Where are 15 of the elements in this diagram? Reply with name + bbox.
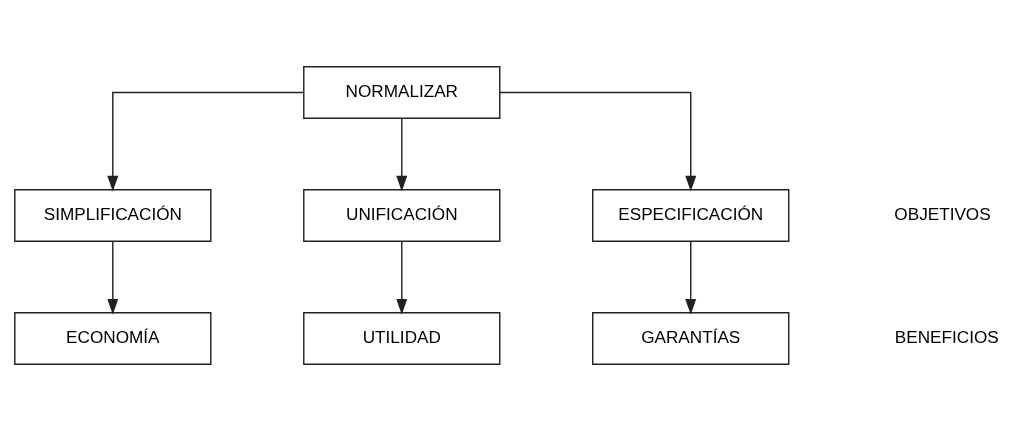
label: BENEFICIOS bbox=[894, 326, 999, 347]
node-box: ESPECIFICACIÓN bbox=[592, 189, 790, 242]
arrow bbox=[396, 240, 408, 315]
arrow bbox=[396, 117, 408, 192]
node-box: UTILIDAD bbox=[303, 312, 501, 365]
arrow bbox=[107, 91, 305, 192]
node-box: GARANTÍAS bbox=[592, 312, 790, 365]
node-box: UNIFICACIÓN bbox=[303, 189, 501, 242]
node-box: NORMALIZAR bbox=[303, 66, 501, 119]
node-box: ECONOMÍA bbox=[14, 312, 212, 365]
label: OBJETIVOS bbox=[894, 203, 991, 224]
arrow bbox=[499, 91, 697, 192]
node-box: SIMPLIFICACIÓN bbox=[14, 189, 212, 242]
arrow bbox=[107, 240, 119, 315]
arrow bbox=[685, 240, 697, 315]
